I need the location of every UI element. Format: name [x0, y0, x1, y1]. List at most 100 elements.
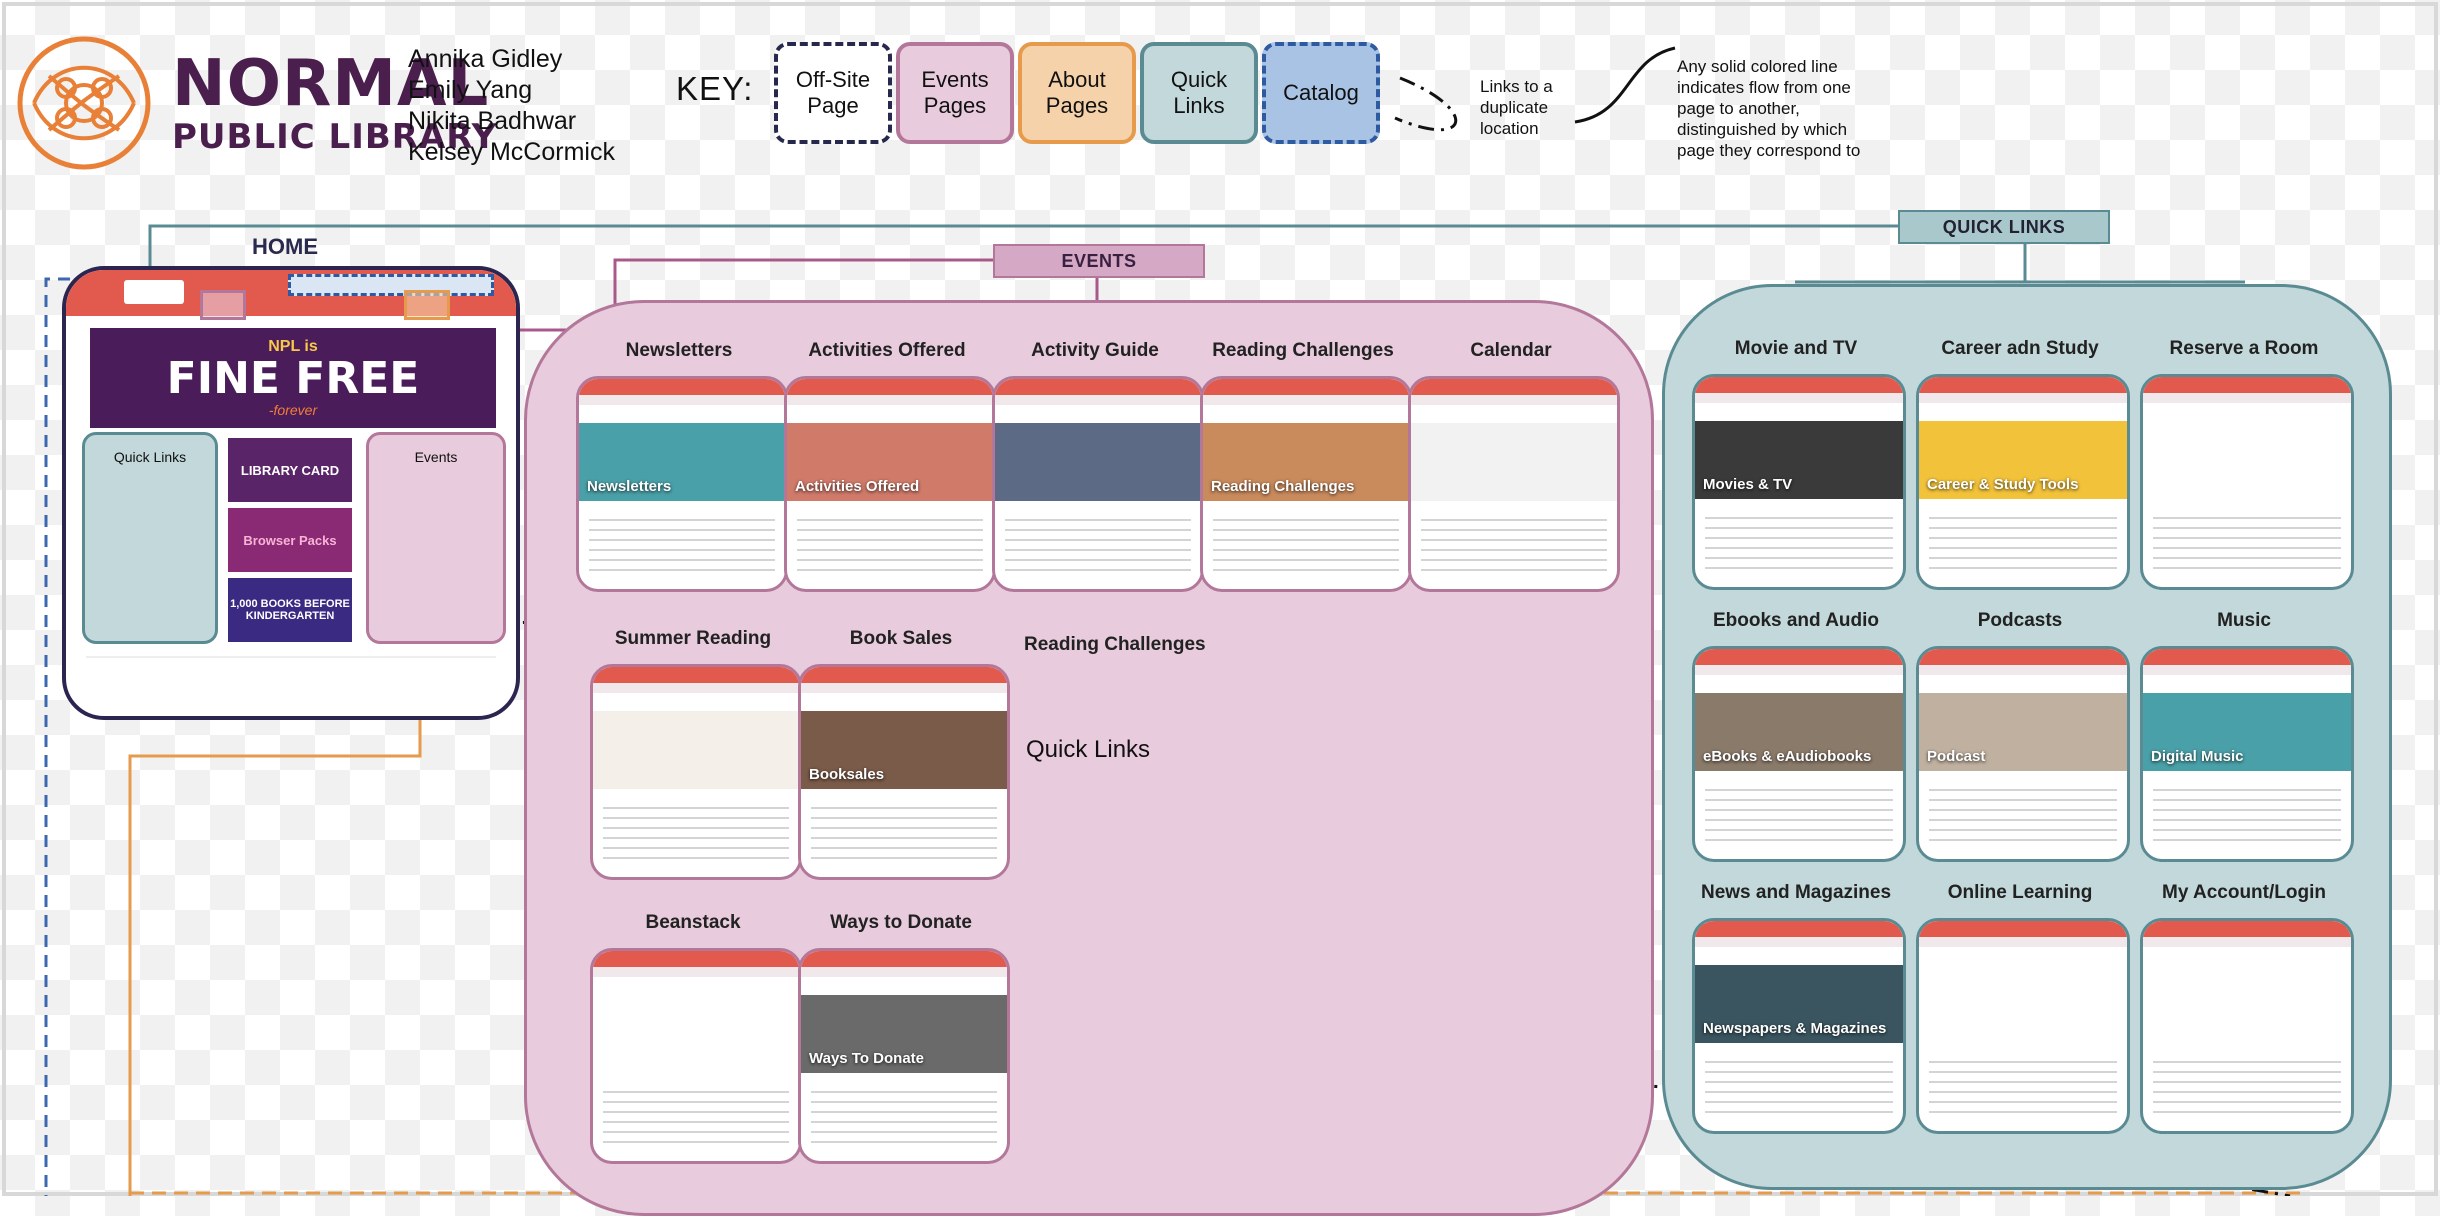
quicklinks-3-title: Ebooks and Audio	[1712, 610, 1880, 631]
quicklinks-8-page-thumbnail[interactable]	[2140, 918, 2354, 1134]
quicklinks-6-page-thumbnail[interactable]: Newspapers & Magazines	[1692, 918, 1906, 1134]
events-row1-2-text-lines	[1005, 511, 1191, 577]
events-row2-1-hero-text: Booksales	[809, 766, 885, 783]
events-row1-4-page-thumbnail[interactable]	[1408, 376, 1620, 592]
events-row2-0-text-lines	[603, 799, 789, 865]
quicklinks-7-text-lines	[1929, 1053, 2117, 1119]
thumb-subnav	[801, 967, 1007, 977]
quicklinks-7-page-thumbnail[interactable]	[1916, 918, 2130, 1134]
events-row1-2-hero-banner	[995, 423, 1201, 501]
thumb-nav-bar	[801, 951, 1007, 967]
home-promo-1000[interactable]: 1,000 BOOKS BEFORE KINDERGARTEN	[228, 578, 352, 642]
quicklinks-1-page-thumbnail[interactable]: Career & Study Tools	[1916, 374, 2130, 590]
thumb-subnav	[1919, 937, 2127, 947]
events-row1-0-page-thumbnail[interactable]: Newsletters	[576, 376, 788, 592]
dup-quick-links[interactable]: Quick Links	[1026, 736, 1151, 763]
thumb-subnav	[1919, 393, 2127, 403]
events-row3-1-text-lines	[811, 1083, 997, 1149]
quicklinks-0-text-lines	[1705, 509, 1893, 575]
banner-post-text: -forever	[268, 402, 318, 418]
thumb-nav-bar	[593, 951, 799, 967]
quicklinks-8-title: My Account/Login	[2162, 882, 2326, 903]
quicklinks-2-text-lines	[2153, 509, 2341, 575]
thumb-nav-bar	[1695, 649, 1903, 665]
events-row2-1-title: Book Sales	[849, 628, 953, 649]
home-quick-links-box[interactable]: Quick Links	[82, 432, 218, 644]
events-row2-0-title: Summer Reading	[614, 628, 772, 649]
events-row1-1-hero-banner: Activities Offered	[787, 423, 993, 501]
quicklinks-6-hero-banner: Newspapers & Magazines	[1695, 965, 1903, 1043]
events-row1-4-hero-banner	[1411, 423, 1617, 501]
events-row1-1-text-lines	[797, 511, 983, 577]
events-row1-2-page-thumbnail[interactable]	[992, 376, 1204, 592]
quicklinks-4-hero-text: Podcast	[1927, 748, 1986, 765]
thumb-nav-bar	[801, 667, 1007, 683]
events-row2-1-page-thumbnail[interactable]: Booksales	[798, 664, 1010, 880]
note-solid-line: Any solid colored line indicates flow fr…	[1677, 57, 1861, 160]
thumb-subnav	[2143, 393, 2351, 403]
key-label: KEY:	[676, 70, 754, 107]
thumb-subnav	[995, 395, 1201, 405]
logo-line-1: NORMAL	[172, 47, 490, 121]
events-row1-1-hero-text: Activities Offered	[795, 478, 920, 495]
thumb-subnav	[1203, 395, 1409, 405]
quicklinks-7-title: Online Learning	[1947, 882, 2093, 903]
events-row1-0-hero-banner: Newsletters	[579, 423, 785, 501]
events-row1-3-hero-banner: Reading Challenges	[1203, 423, 1409, 501]
events-row1-3-hero-text: Reading Challenges	[1211, 478, 1355, 495]
home-nav-about-highlight[interactable]	[404, 290, 450, 320]
thumb-nav-bar	[579, 379, 785, 395]
dup-reading-challenges[interactable]: Reading Challenges	[1024, 634, 1206, 655]
events-row1-3-title: Reading Challenges	[1212, 340, 1394, 361]
quicklinks-5-hero-banner: Digital Music	[2143, 693, 2351, 771]
quicklinks-0-page-thumbnail[interactable]: Movies & TV	[1692, 374, 1906, 590]
thumb-subnav	[1411, 395, 1617, 405]
quicklinks-0-hero-banner: Movies & TV	[1695, 421, 1903, 499]
quicklinks-4-page-thumbnail[interactable]: Podcast	[1916, 646, 2130, 862]
events-row3-1-page-thumbnail[interactable]: Ways To Donate	[798, 948, 1010, 1164]
quicklinks-2-page-thumbnail[interactable]	[2140, 374, 2354, 590]
thumb-subnav	[593, 683, 799, 693]
thumb-nav-bar	[1203, 379, 1409, 395]
events-row1-3-text-lines	[1213, 511, 1399, 577]
library-logo-icon	[17, 36, 151, 170]
events-row1-1-page-thumbnail[interactable]: Activities Offered	[784, 376, 996, 592]
thumb-subnav	[1695, 393, 1903, 403]
thumb-subnav	[2143, 937, 2351, 947]
quicklinks-0-title: Movie and TV	[1734, 338, 1858, 359]
events-row2-0-page-thumbnail[interactable]	[590, 664, 802, 880]
library-wordmark: NORMAL PUBLIC LIBRARY	[172, 52, 497, 154]
quicklinks-3-hero-banner: eBooks & eAudiobooks	[1695, 693, 1903, 771]
home-events-box[interactable]: Events	[366, 432, 506, 644]
thumb-nav-bar	[995, 379, 1201, 395]
quicklinks-1-title: Career adn Study	[1941, 338, 2099, 359]
home-nav-events-highlight[interactable]	[200, 290, 246, 320]
key-about: About Pages	[1018, 42, 1136, 144]
home-promo-packs[interactable]: Browser Packs	[228, 508, 352, 572]
events-row3-0-page-thumbnail[interactable]	[590, 948, 802, 1164]
home-quick-links-label: Quick Links	[113, 449, 187, 465]
quicklinks-5-text-lines	[2153, 781, 2341, 847]
quicklinks-8-text-lines	[2153, 1053, 2341, 1119]
thumb-nav-bar	[1919, 377, 2127, 393]
events-title: EVENTS	[993, 244, 1205, 278]
quicklinks-3-page-thumbnail[interactable]: eBooks & eAudiobooks	[1692, 646, 1906, 862]
events-row1-3-page-thumbnail[interactable]: Reading Challenges	[1200, 376, 1412, 592]
quicklinks-6-text-lines	[1705, 1053, 1893, 1119]
home-banner[interactable]: NPL is FINE FREE -forever	[90, 328, 496, 428]
thumb-nav-bar	[2143, 649, 2351, 665]
events-row1-4-title: Calendar	[1470, 340, 1552, 361]
home-promo-card[interactable]: LIBRARY CARD	[228, 438, 352, 502]
promo-packs-text: Browser Packs	[243, 532, 337, 548]
quicklinks-8-hero-banner	[2143, 965, 2351, 1043]
home-nav-catalog-highlight[interactable]	[288, 274, 494, 296]
thumb-subnav	[1695, 665, 1903, 675]
quicklinks-5-page-thumbnail[interactable]: Digital Music	[2140, 646, 2354, 862]
banner-pre-text: NPL is	[268, 338, 318, 355]
events-row1-2-title: Activity Guide	[1031, 340, 1159, 361]
team-member: Nikita Badhwar	[408, 107, 577, 135]
team-member: Annika Gidley	[408, 45, 563, 73]
key-offsite: Off-Site Page	[774, 42, 892, 144]
home-page-mockup[interactable]: NPL is FINE FREE -forever Quick Links LI…	[62, 266, 520, 720]
quicklinks-7-hero-banner	[1919, 965, 2127, 1043]
